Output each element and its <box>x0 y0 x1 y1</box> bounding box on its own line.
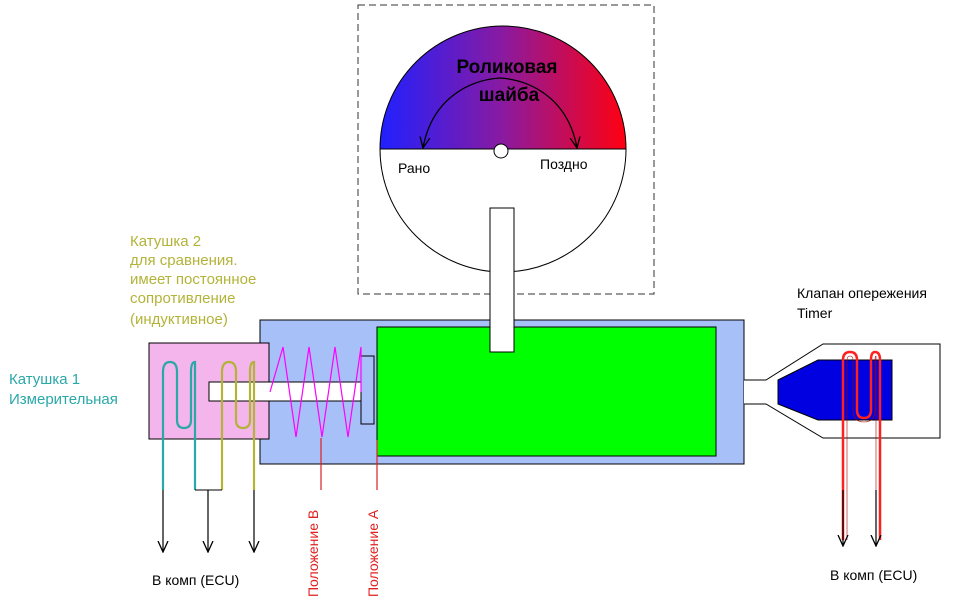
coil1-label-line1: Катушка 1 <box>9 371 80 388</box>
coil2-label-line1: Катушка 2 <box>130 233 201 250</box>
output-label-left: В комп (ECU) <box>152 572 239 588</box>
dial-center-pivot <box>493 143 509 159</box>
coil2-comparison <box>220 360 256 490</box>
coil2-label-line2: для сравнения. <box>130 252 238 269</box>
dial-upper-gradient <box>380 26 626 149</box>
dial-label-early: Рано <box>398 160 430 176</box>
dial-title-line2: шайба <box>479 85 540 106</box>
timer-valve-label-line2: Timer <box>797 305 833 321</box>
coil2-label-line4: сопротивление <box>130 290 235 307</box>
rotation-arc-left-arrow <box>423 77 501 148</box>
return-spring <box>269 346 362 438</box>
dial-label-late: Поздно <box>540 156 588 172</box>
coil1-measuring <box>161 360 197 490</box>
position-a-label: Положение А <box>365 509 381 597</box>
timer-valve-label-line1: Клапан опережения <box>797 285 927 301</box>
sensor-core-rod <box>208 381 362 402</box>
piston-end-plate <box>360 355 375 425</box>
output-label-right: В комп (ECU) <box>830 567 917 583</box>
position-b-label: Положение В <box>305 510 321 597</box>
dial-title-line1: Роликовая <box>456 57 557 78</box>
connecting-pin <box>489 207 515 353</box>
valve-coil <box>841 350 882 540</box>
coil2-label-line5: (индуктивное) <box>130 311 228 328</box>
timer-valve-plunger <box>777 359 893 421</box>
valve-coil-outline <box>846 355 877 540</box>
rotation-arc-right-arrow <box>499 77 577 148</box>
coil2-label-line3: имеет постоянное <box>130 271 256 288</box>
coil1-label-line2: Измерительная <box>9 391 118 408</box>
timer-piston <box>376 326 717 457</box>
